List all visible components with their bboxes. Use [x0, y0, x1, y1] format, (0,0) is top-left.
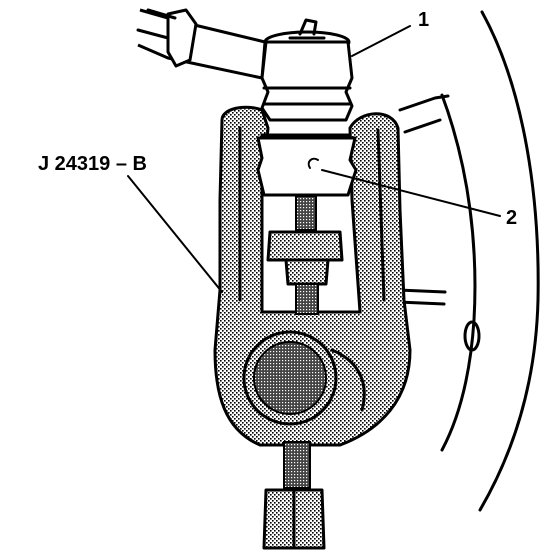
forcing-screw: [266, 195, 344, 315]
drive-screw: [262, 441, 326, 550]
tie-rod: [136, 8, 267, 80]
ball-stud: [256, 136, 358, 197]
leader-line-1: [351, 25, 411, 57]
leader-line-2: [321, 169, 501, 217]
lower-pad: [242, 330, 366, 426]
callout-tool: J 24319 – B: [38, 153, 147, 175]
callout-2: 2: [506, 207, 517, 229]
callout-1: 1: [418, 9, 429, 31]
tie-rod-end-boot: [260, 18, 354, 122]
steering-knuckle: [396, 10, 540, 512]
leader-line-tool: [127, 175, 223, 293]
